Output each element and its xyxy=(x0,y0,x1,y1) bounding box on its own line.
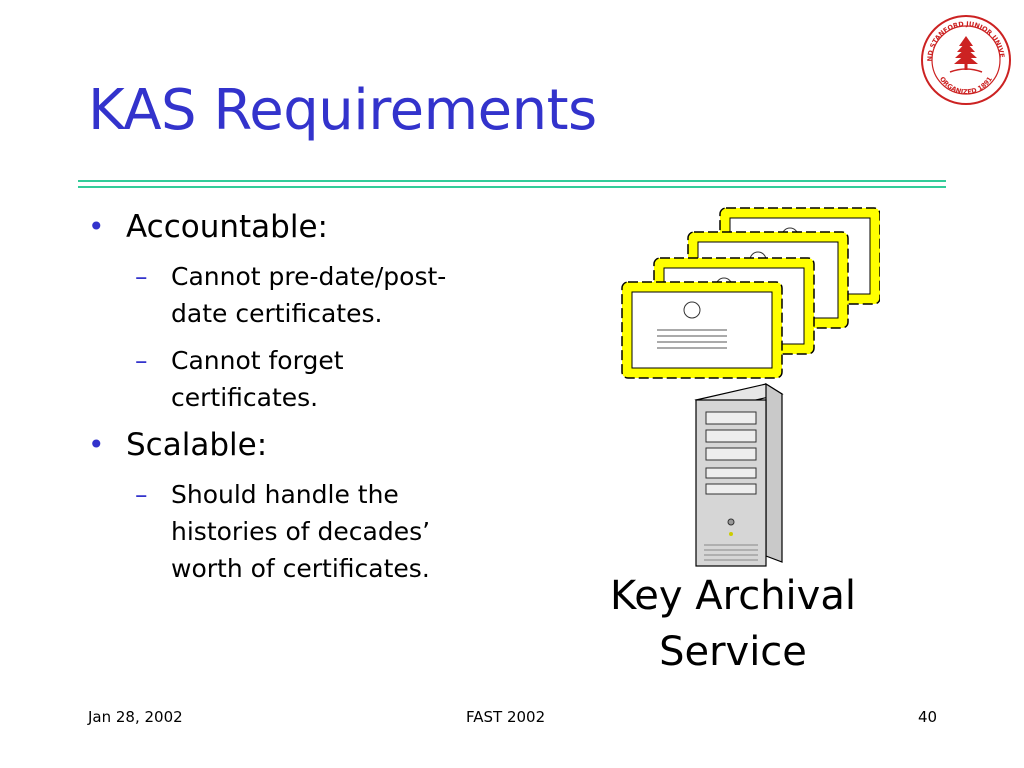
certificate-icon xyxy=(621,281,783,379)
key-archival-service-diagram xyxy=(621,207,880,567)
dash-icon: – xyxy=(135,262,148,291)
dash-icon: – xyxy=(135,346,148,375)
sub-bullet-histories: – Should handle the histories of decades… xyxy=(88,476,501,587)
title-divider-bottom xyxy=(78,186,946,188)
slide-title: KAS Requirements xyxy=(88,78,597,143)
sub-bullet-predate: – Cannot pre-date/post-date certificates… xyxy=(88,258,481,332)
bullet-dot-icon: • xyxy=(88,428,105,461)
bullet-text: Accountable: xyxy=(126,209,328,245)
bullet-list: • Accountable: – Cannot pre-date/post-da… xyxy=(88,208,508,597)
university-seal-icon: LELAND STANFORD JUNIOR UNIVERSITY ORGANI… xyxy=(918,12,1011,105)
dash-icon: – xyxy=(135,480,148,509)
bullet-dot-icon: • xyxy=(88,210,105,243)
bullet-accountable: • Accountable: xyxy=(88,208,508,246)
footer-page-number: 40 xyxy=(918,708,938,726)
server-tower-icon xyxy=(694,382,784,567)
sub-bullet-text: Cannot forget certificates. xyxy=(171,346,344,412)
bullet-text: Scalable: xyxy=(126,427,268,463)
footer-date: Jan 28, 2002 xyxy=(88,708,183,726)
sub-bullet-forget: – Cannot forget certificates. xyxy=(88,342,481,416)
diagram-caption: Key Archival Service xyxy=(610,573,856,675)
sub-bullet-text: Cannot pre-date/post-date certificates. xyxy=(171,262,447,328)
sub-bullet-text: Should handle the histories of decades’ … xyxy=(171,480,431,583)
bullet-scalable: • Scalable: xyxy=(88,426,508,464)
title-divider-top xyxy=(78,180,946,182)
footer-conference: FAST 2002 xyxy=(466,708,546,726)
